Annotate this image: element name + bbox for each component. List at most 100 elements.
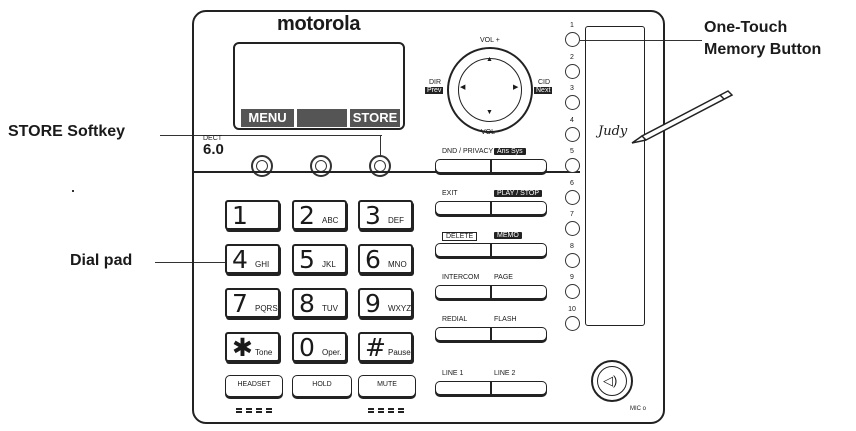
memory-number-5: 5 <box>570 148 574 155</box>
headset-button[interactable] <box>225 375 283 397</box>
function-button-divider <box>490 327 492 341</box>
prev-label: Prev <box>425 87 444 94</box>
store-softkey-label-on-screen: STORE <box>350 109 400 127</box>
memory-button-9[interactable] <box>565 284 580 299</box>
function-label-right-1: Ans Sys <box>494 148 526 155</box>
key-digit: 9 <box>365 289 381 318</box>
speaker-button[interactable] <box>597 366 627 396</box>
divider-line <box>192 171 580 173</box>
memory-number-6: 6 <box>570 179 574 187</box>
function-label-right-5: FLASH <box>494 316 517 323</box>
softkey-middle-button[interactable] <box>310 155 332 177</box>
mute-button[interactable] <box>358 375 416 397</box>
store-softkey-leader-drop <box>380 135 381 157</box>
memory-name-card <box>585 26 645 326</box>
memory-button-3[interactable] <box>565 95 580 110</box>
memory-button-10[interactable] <box>565 315 580 331</box>
vol-up-label: VOL + <box>480 37 500 44</box>
key-letters: JKL <box>322 260 336 269</box>
one-touch-label-line1: One-Touch <box>704 19 788 36</box>
key-letters: Tone <box>255 348 273 357</box>
function-label-right-6: LINE 2 <box>494 370 516 377</box>
hold-label: HOLD <box>312 381 332 388</box>
nav-inner-ring <box>458 58 522 122</box>
one-touch-leader-line <box>580 40 702 41</box>
dial-pad-leader-line <box>155 262 225 263</box>
key-digit: 3 <box>365 201 381 230</box>
one-touch-label-line2: Memory Button <box>704 41 822 58</box>
key-digit: 7 <box>232 289 248 318</box>
key-digit: 1 <box>232 201 248 230</box>
store-softkey-label: STORE Softkey <box>8 123 126 140</box>
key-10[interactable]: ✱Tone <box>225 332 280 362</box>
function-label-left-6: LINE 1 <box>442 370 464 377</box>
key-letters: PQRS <box>255 304 278 313</box>
dial-pad-label: Dial pad <box>70 252 133 269</box>
nav-down-arrow[interactable]: ▼ <box>486 109 493 116</box>
mic-label: MIC o <box>630 406 647 412</box>
store-softkey-button[interactable] <box>369 155 391 177</box>
memory-button-4[interactable] <box>565 126 580 142</box>
vol-down-label: VOL - <box>481 129 500 136</box>
nav-right-arrow[interactable]: ▶ <box>513 84 519 91</box>
nav-up-arrow[interactable]: ▲ <box>486 56 493 63</box>
memory-number-4: 4 <box>570 116 574 124</box>
blank-softkey-label <box>297 109 347 127</box>
function-button-divider <box>490 285 492 299</box>
nav-left-arrow[interactable]: ◀ <box>460 84 466 91</box>
mute-indicator <box>368 408 404 413</box>
key-letters: GHI <box>255 260 270 269</box>
function-label-right-4: PAGE <box>494 274 513 281</box>
softkey-left-button[interactable] <box>251 155 273 177</box>
memory-number-1: 1 <box>570 22 574 29</box>
memory-button-8[interactable] <box>565 252 580 268</box>
next-label: Next <box>534 87 553 94</box>
key-digit: 8 <box>299 289 315 318</box>
key-12[interactable]: #Pause <box>358 332 413 362</box>
memory-button-1[interactable] <box>565 32 580 47</box>
key-1[interactable]: 1 <box>225 200 280 230</box>
key-digit: 4 <box>232 245 248 274</box>
dir-label: DIR <box>429 79 442 86</box>
key-digit: 5 <box>299 245 315 274</box>
key-letters: MNO <box>388 260 407 269</box>
function-label-right-2: PLAY / STOP <box>494 190 543 197</box>
key-digit: 0 <box>299 333 315 362</box>
dect-label: DECT <box>203 135 223 142</box>
key-letters: Oper. <box>322 348 342 357</box>
memory-number-7: 7 <box>570 211 574 218</box>
function-label-left-5: REDIAL <box>442 316 468 323</box>
key-digit: ✱ <box>232 333 253 362</box>
key-digit: # <box>365 333 386 362</box>
memory-button-7[interactable] <box>565 221 580 236</box>
function-label-left-3: DELETE <box>442 232 478 241</box>
motorola-logo: motorola <box>277 13 361 35</box>
function-button-divider <box>490 159 492 173</box>
memory-number-2: 2 <box>570 53 574 61</box>
key-letters: WXYZ <box>388 304 412 313</box>
memory-number-9: 9 <box>570 274 574 281</box>
memory-button-6[interactable] <box>565 189 580 205</box>
key-letters: ABC <box>322 216 339 225</box>
key-digit: 2 <box>299 201 315 230</box>
memory-button-5[interactable] <box>565 158 580 173</box>
memory-number-10: 10 <box>568 305 576 313</box>
menu-softkey-label: MENU <box>241 109 294 127</box>
key-letters: TUV <box>322 304 338 313</box>
hold-button[interactable] <box>292 375 352 397</box>
function-label-left-4: INTERCOM <box>442 274 480 281</box>
speaker-button-ring <box>591 360 633 402</box>
function-button-divider <box>490 243 492 257</box>
memory-number-3: 3 <box>570 85 574 92</box>
card-name-judy: Judy <box>598 124 628 139</box>
memory-button-2[interactable] <box>565 63 580 79</box>
